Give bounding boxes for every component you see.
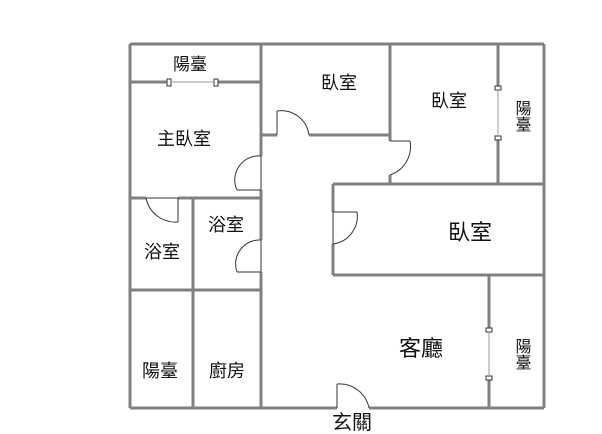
outer-walls	[128, 42, 546, 410]
label-master-bedroom: 主臥室	[157, 129, 211, 150]
doors	[145, 110, 411, 409]
label-bedroom-top-mid: 臥室	[321, 73, 357, 94]
room-labels: 陽臺 主臥室 臥室 臥室 陽臺 浴室 浴室 臥室 客廳 陽臺 陽臺 廚房 玄關	[142, 55, 532, 434]
label-entrance: 玄關	[332, 410, 372, 434]
door-bedroom-top-mid	[276, 110, 310, 136]
door-bathroom-mid	[235, 239, 262, 273]
label-balcony-top: 陽臺	[173, 55, 207, 75]
door-master-bedroom	[234, 155, 262, 191]
label-balcony-right-top: 陽臺	[513, 100, 532, 132]
label-bedroom-center: 臥室	[448, 221, 492, 246]
door-bathroom-left	[145, 197, 179, 223]
label-balcony-right-bottom: 陽臺	[513, 338, 532, 370]
window-marks	[166, 78, 502, 381]
door-bedroom-center	[332, 211, 358, 245]
label-bedroom-top-right: 臥室	[431, 91, 467, 112]
label-kitchen: 廚房	[209, 360, 245, 382]
door-bedroom-top-right	[389, 140, 411, 176]
label-balcony-bottom-left: 陽臺	[142, 361, 178, 382]
interior-walls	[130, 44, 544, 408]
door-entrance	[336, 383, 370, 409]
label-bathroom-left: 浴室	[144, 242, 180, 263]
label-living-room: 客廳	[399, 337, 443, 362]
label-bathroom-mid: 浴室	[208, 215, 244, 236]
